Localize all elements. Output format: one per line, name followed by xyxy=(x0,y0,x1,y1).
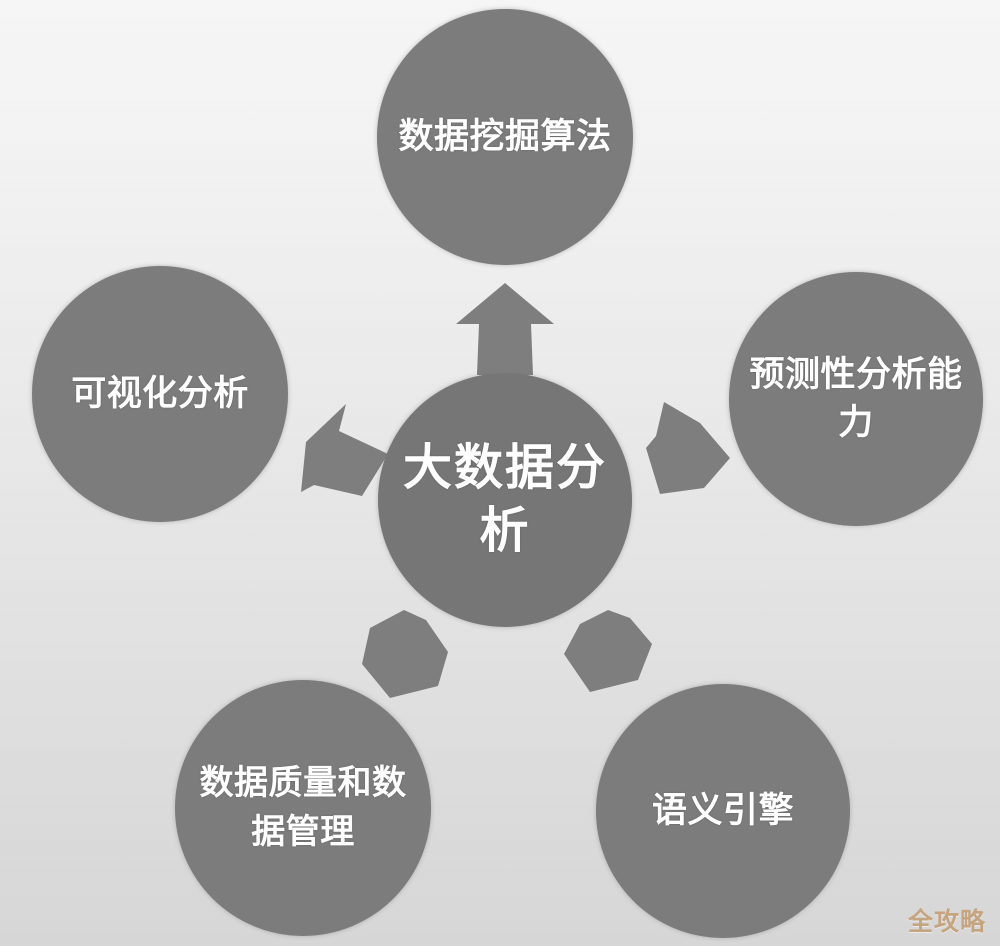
spoke-node-right-label: 预测性分析能力 xyxy=(749,354,963,443)
arrow-down-right-icon xyxy=(560,608,654,700)
spoke-node-top-label: 数据挖掘算法 xyxy=(398,116,612,157)
watermark: 全攻略 xyxy=(907,907,986,936)
spoke-node-bottom-left-label: 数据质量和数据管理 xyxy=(199,762,407,852)
spoke-node-right[interactable]: 预测性分析能力 xyxy=(729,272,983,526)
spoke-node-bottom-left[interactable]: 数据质量和数据管理 xyxy=(175,680,431,936)
spoke-node-top[interactable]: 数据挖掘算法 xyxy=(377,9,633,265)
spoke-node-left[interactable]: 可视化分析 xyxy=(32,266,288,522)
arrow-down-left-icon xyxy=(358,608,452,700)
spoke-node-left-label: 可视化分析 xyxy=(71,373,249,414)
center-hub-node[interactable]: 大数据分析 xyxy=(378,373,632,627)
spoke-node-bottom-right-label: 语义引擎 xyxy=(651,790,794,831)
spoke-node-bottom-right[interactable]: 语义引擎 xyxy=(596,684,850,938)
arrow-up-right-icon xyxy=(642,402,736,498)
arrow-up-icon xyxy=(455,283,555,375)
center-hub-node-label: 大数据分析 xyxy=(402,439,607,559)
